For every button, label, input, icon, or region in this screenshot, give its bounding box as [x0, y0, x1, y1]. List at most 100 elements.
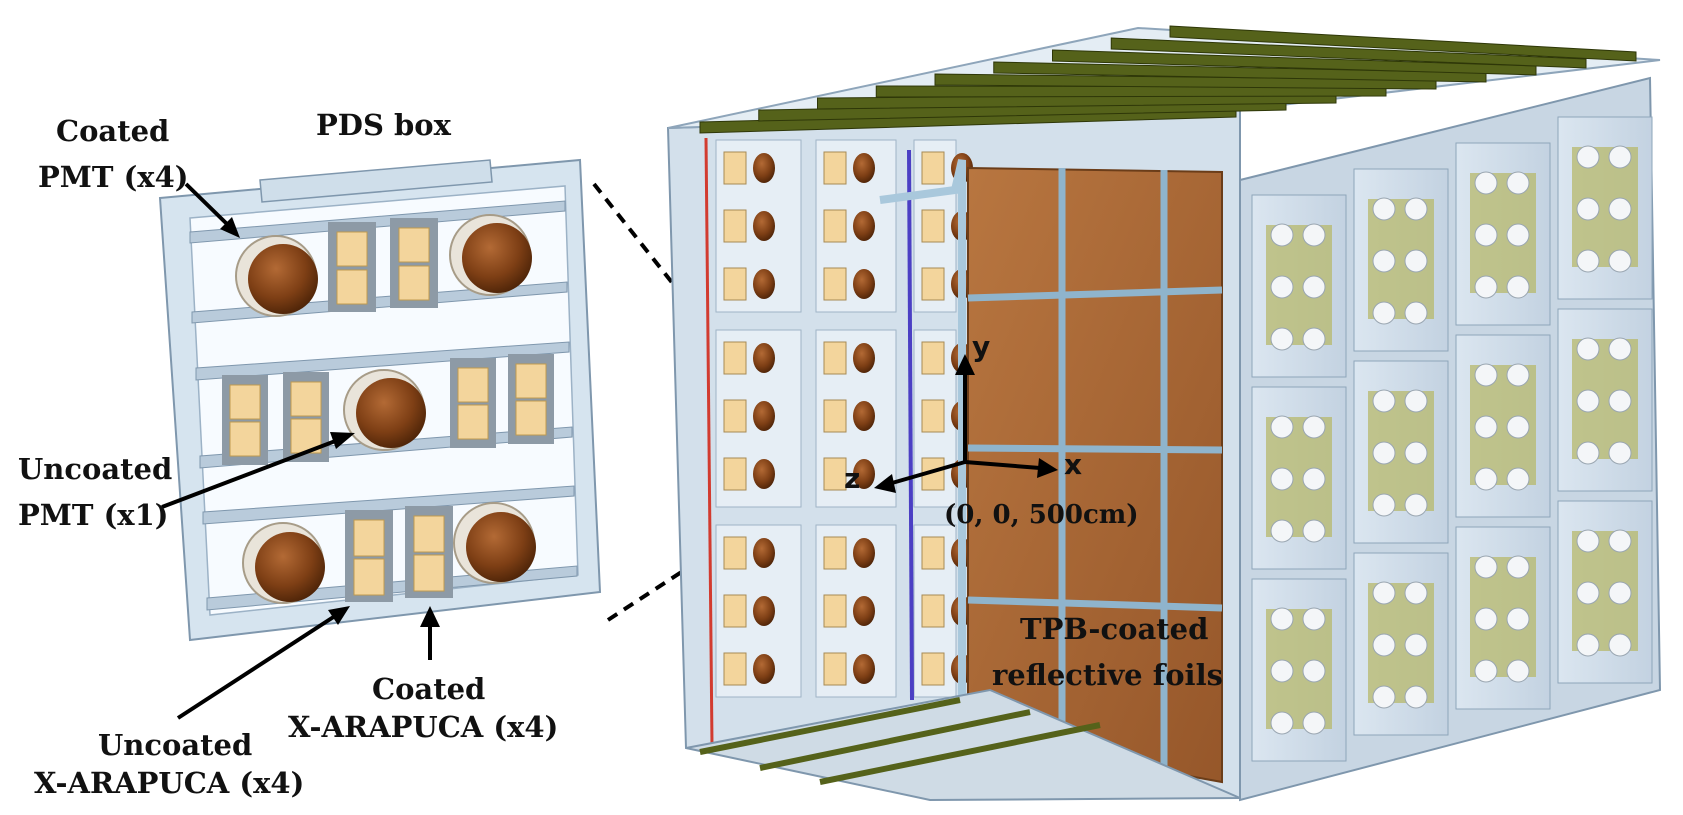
uncoated-xarapuca-label-line1: Uncoated	[98, 728, 253, 762]
xarapuca-cell	[723, 341, 747, 375]
xarapuca-cell	[823, 536, 847, 570]
panel-pmt	[1404, 581, 1428, 605]
panel-pmt	[1608, 389, 1632, 413]
uncoated-pmt-label-line2: PMT (x1)	[18, 498, 169, 532]
xarapuca-cell	[823, 652, 847, 686]
top-beams	[699, 25, 1637, 134]
pmt-bulb	[753, 269, 775, 299]
panel-pmt	[1270, 607, 1294, 631]
panel-pmt	[1506, 223, 1530, 247]
origin-label: (0, 0, 500cm)	[944, 500, 1139, 530]
panel-pmt	[1404, 493, 1428, 517]
xarapuca-cell	[921, 341, 945, 375]
panel-pmt	[1270, 519, 1294, 543]
xarapuca-cell	[823, 399, 847, 433]
pmt-bulb	[853, 269, 875, 299]
panel-pmt	[1270, 223, 1294, 247]
xarapuca-top-row	[328, 218, 438, 312]
panel-pmt	[1302, 467, 1326, 491]
panel-pmt	[1576, 145, 1600, 169]
panel-pmt	[1576, 441, 1600, 465]
panel-pmt	[1506, 171, 1530, 195]
pds-box-tab	[259, 159, 493, 203]
pmt-bulb	[853, 211, 875, 241]
pmt-bulb	[853, 654, 875, 684]
panel-pmt	[1608, 197, 1632, 221]
xarapuca-cell	[921, 209, 945, 243]
panel-pmt	[1302, 275, 1326, 299]
panel-pmt	[1608, 249, 1632, 273]
pmt-bulb	[753, 596, 775, 626]
panel-pmt	[1372, 389, 1396, 413]
panel-pmt	[1404, 249, 1428, 273]
x-axis-label: x	[1064, 448, 1083, 481]
pmt-bulb	[753, 459, 775, 489]
tpb-foils-label-line2: reflective foils	[992, 658, 1223, 692]
panel-pmt	[1404, 633, 1428, 657]
xarapuca-cell	[723, 267, 747, 301]
pmt-bulb	[753, 153, 775, 183]
pmt-bulb	[853, 596, 875, 626]
panel-pmt	[1302, 327, 1326, 351]
panel-pmt	[1302, 659, 1326, 683]
uncoated-pmt-label-line1: Uncoated	[18, 452, 173, 486]
panel-pmt	[1608, 529, 1632, 553]
xarapuca-cell	[921, 652, 945, 686]
panel-pmt	[1372, 441, 1396, 465]
panel-pmt	[1270, 467, 1294, 491]
left-wall-modules	[715, 139, 973, 698]
coated-pmt-label-line2: PMT (x4)	[38, 160, 189, 194]
panel-pmt	[1372, 493, 1396, 517]
xarapuca-cell	[723, 652, 747, 686]
xarapuca-cell	[823, 209, 847, 243]
panel-pmt	[1576, 581, 1600, 605]
pmt-bulb	[753, 401, 775, 431]
panel-pmt	[1474, 555, 1498, 579]
detector	[666, 25, 1662, 802]
top-beam	[1052, 49, 1537, 76]
pipe	[879, 159, 966, 760]
panel-pmt	[1576, 633, 1600, 657]
panel-pmt	[1576, 337, 1600, 361]
tpb-foil-wall	[967, 166, 1223, 784]
xarapuca-cell	[723, 457, 747, 491]
panel-pmt	[1372, 685, 1396, 709]
xarapuca-bottom-row	[345, 506, 453, 602]
pmt-bulb	[753, 343, 775, 373]
panel-pmt	[1506, 415, 1530, 439]
pmt-bulb	[853, 459, 875, 489]
xarapuca-middle-row	[222, 354, 554, 465]
panel-pmt	[1576, 529, 1600, 553]
pds-box	[158, 158, 602, 642]
panel-pmt	[1506, 275, 1530, 299]
panel-pmt	[1576, 389, 1600, 413]
pmt-bulb	[753, 654, 775, 684]
panel-pmt	[1474, 415, 1498, 439]
pmt-bulb	[853, 401, 875, 431]
tpb-foils-label-line1: TPB-coated	[1020, 612, 1209, 646]
xarapuca-cell	[823, 457, 847, 491]
xarapuca-cell	[823, 594, 847, 628]
y-axis-label: y	[972, 330, 991, 363]
xarapuca-cell	[823, 151, 847, 185]
callout-arrows	[161, 182, 440, 720]
pds-box-label: PDS box	[316, 108, 451, 142]
panel-pmt	[1270, 711, 1294, 735]
pmt-bulb	[753, 538, 775, 568]
xarapuca-cell	[921, 151, 945, 185]
panel-pmt	[1302, 519, 1326, 543]
panel-pmt	[1372, 249, 1396, 273]
z-axis-label: z	[844, 462, 861, 495]
xarapuca-cell	[921, 267, 945, 301]
top-beam	[1169, 25, 1637, 62]
panel-pmt	[1270, 327, 1294, 351]
uncoated-xarapuca-label-line2: X-ARAPUCA (x4)	[34, 766, 305, 800]
panel-pmt	[1474, 275, 1498, 299]
panel-pmt	[1302, 711, 1326, 735]
panel-pmt	[1506, 363, 1530, 387]
panel-pmt	[1506, 607, 1530, 631]
panel-pmt	[1608, 581, 1632, 605]
xarapuca-cell	[723, 536, 747, 570]
